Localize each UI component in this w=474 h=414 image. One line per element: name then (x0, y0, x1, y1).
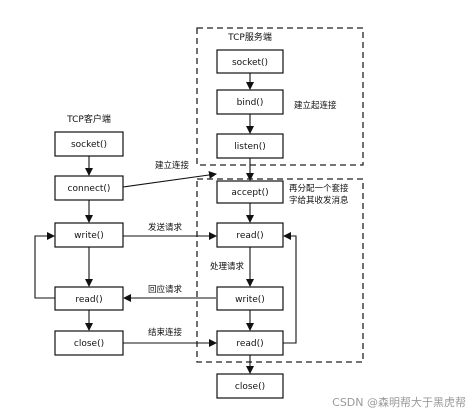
annotation-reply-request: 回应请求 (148, 284, 183, 295)
arrow-connect-to-accept (122, 171, 217, 188)
arrow-client-loop (34, 232, 55, 299)
client-socket-box: socket() (54, 131, 124, 157)
client-title: TCP客户端 (66, 113, 111, 125)
server-title: TCP服务端 (227, 31, 272, 43)
server-socket-label: socket() (232, 58, 268, 68)
annotation-build-connection-server: 建立起连接 (294, 100, 337, 111)
server-close-label: close() (235, 382, 265, 392)
client-write-label: write() (74, 231, 104, 241)
server-listen-box: listen() (216, 133, 284, 159)
arrow-server-loop (283, 232, 297, 344)
server-listen-label: listen() (234, 142, 265, 152)
annotation-build-connection-client: 建立连接 (155, 160, 190, 171)
server-bind-box: bind() (216, 89, 284, 115)
watermark: CSDN @森明帮大于黑虎帮 (332, 395, 466, 409)
server-accept-label: accept() (231, 188, 268, 198)
annotation-reallocate-line1: 再分配一个套接 (289, 183, 349, 194)
client-close-label: close() (74, 339, 104, 349)
server-write-box: write() (216, 286, 284, 311)
server-close-box: close() (216, 373, 284, 399)
client-socket-label: socket() (71, 140, 107, 150)
server-accept-box: accept() (216, 180, 284, 204)
server-bind-label: bind() (237, 98, 264, 108)
client-close-box: close() (54, 330, 124, 356)
client-read-box: read() (54, 286, 124, 311)
server-read-box: read() (216, 222, 284, 248)
client-connect-label: connect() (68, 184, 111, 194)
server-read-label: read() (236, 231, 263, 241)
annotation-process-request: 处理请求 (210, 261, 245, 272)
annotation-end-connection: 结束连接 (148, 327, 183, 338)
client-read-label: read() (75, 295, 102, 305)
client-write-box: write() (54, 222, 124, 248)
server-write-label: write() (235, 295, 265, 305)
server-socket-box: socket() (216, 49, 284, 74)
annotation-send-request: 发送请求 (148, 222, 183, 233)
server-read-final-box: read() (216, 330, 284, 356)
server-read-final-label: read() (236, 339, 263, 349)
server-session-region (196, 178, 364, 363)
server-setup-region (196, 27, 364, 166)
client-connect-box: connect() (54, 175, 124, 201)
annotation-reallocate-line2: 字给其收发消息 (289, 195, 349, 206)
